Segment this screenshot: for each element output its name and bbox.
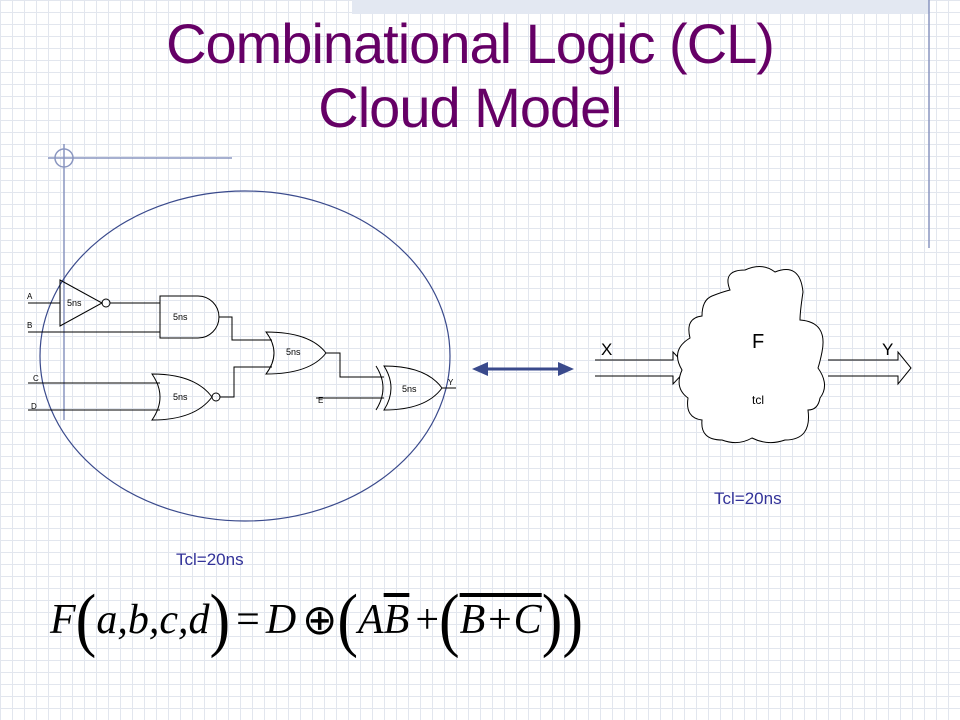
arrow-head-right	[558, 362, 574, 376]
page-title: Combinational Logic (CL) Cloud Model	[100, 12, 840, 140]
cloud-shape	[677, 266, 825, 444]
title-line-2: Cloud Model	[318, 76, 622, 139]
header-bar	[352, 0, 929, 14]
and-gate	[159, 295, 220, 339]
formula-paren: (	[75, 580, 97, 660]
formula-plus: +	[415, 597, 440, 643]
formula-term-bc-bar: B+C	[459, 597, 542, 643]
corner-circle	[54, 148, 74, 168]
circuit-ellipse	[39, 190, 451, 522]
formula-paren: )	[209, 580, 231, 660]
input-label-a: A	[27, 292, 33, 301]
cloud-delay-label: tcl	[752, 393, 764, 407]
input-label-e: E	[318, 396, 323, 405]
cloud-input-label: X	[601, 340, 612, 359]
formula-term-a: A	[358, 597, 384, 643]
io-labels: A B C D E Y	[27, 292, 454, 411]
gate-delay-nor: 5ns	[173, 392, 188, 402]
cloud-function-label: F	[752, 331, 764, 353]
formula-paren: )	[541, 580, 563, 660]
wire-or-out	[326, 352, 384, 378]
not-gate	[59, 279, 104, 327]
nor-bubble	[211, 392, 221, 402]
input-label-c: C	[33, 374, 39, 383]
gate-delay-not: 5ns	[67, 298, 82, 308]
xor-back-curve	[375, 365, 384, 411]
formula-args: a,b,c,d	[96, 597, 210, 643]
wire-nor-out	[220, 366, 272, 398]
nor-gate	[151, 373, 213, 421]
gate-delay-or: 5ns	[286, 347, 301, 357]
gate-delay-xor: 5ns	[402, 384, 417, 394]
logic-circuit	[28, 279, 456, 421]
equivalence-arrow	[472, 362, 574, 376]
formula-paren: (	[337, 580, 359, 660]
output-arrow-y	[828, 350, 912, 386]
cloud-output-label: Y	[882, 340, 893, 359]
xor-gate	[383, 365, 443, 411]
formula-paren: )	[562, 580, 583, 660]
timing-label-cloud: Tcl=20ns	[714, 489, 782, 508]
wire-and-out	[219, 316, 272, 341]
title-line-1: Combinational Logic (CL)	[166, 12, 775, 75]
formula-term-b-bar: B	[383, 597, 410, 643]
input-label-d: D	[31, 402, 37, 411]
timing-label-circuit: Tcl=20ns	[176, 550, 244, 569]
cloud-labels: F tcl X Y	[601, 331, 893, 407]
formula-d: D	[265, 597, 297, 643]
output-label-y: Y	[448, 378, 454, 387]
not-bubble	[101, 298, 111, 308]
formula-equals: =	[236, 597, 260, 643]
gate-delays: 5ns 5ns 5ns 5ns 5ns	[67, 298, 417, 402]
formula-xor: ⊕	[302, 598, 338, 644]
arrow-head-left	[472, 362, 488, 376]
or-gate	[264, 331, 327, 375]
gate-delay-and: 5ns	[173, 312, 188, 322]
formula-fn: F	[50, 597, 76, 643]
input-label-b: B	[27, 321, 32, 330]
formula-paren: (	[439, 580, 460, 660]
